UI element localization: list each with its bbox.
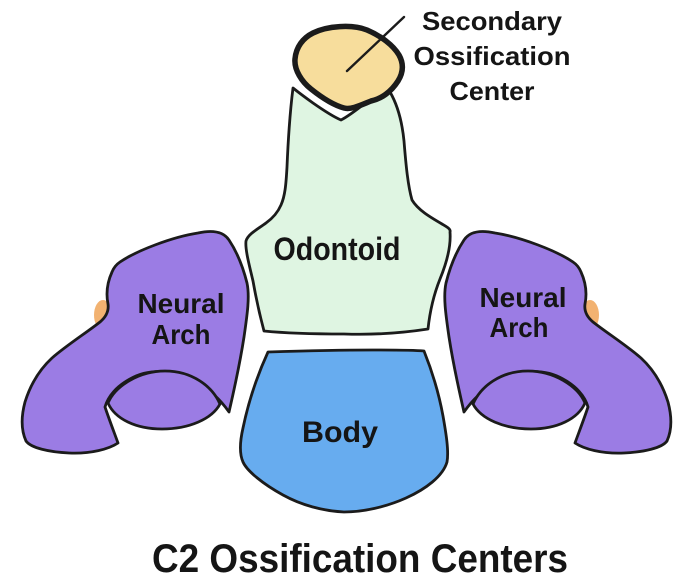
neural-arch-left-label-line1: Neural (138, 288, 225, 319)
odontoid-label: Odontoid (274, 231, 401, 267)
body-label: Body (302, 416, 378, 449)
neural-arch-right-label-line2: Arch (490, 312, 549, 343)
neural-arch-right-label-line1: Neural (480, 282, 567, 313)
neural-arch-right-shape (443, 230, 673, 455)
odontoid-group: Odontoid (244, 86, 452, 336)
neural-arch-left-group: Neural Arch (20, 230, 250, 455)
neural-arch-left-lens-shape (106, 369, 222, 431)
neural-arch-left-shape (20, 230, 250, 455)
diagram-title: C2 Ossification Centers (152, 537, 568, 581)
secondary-ossification-center-label-line1: Secondary (422, 6, 563, 36)
neural-arch-right-lens-shape (471, 369, 587, 431)
body-shape (238, 348, 450, 514)
body-group: Body (238, 348, 450, 514)
secondary-ossification-center-group: Secondary Ossification Center (292, 6, 571, 112)
secondary-ossification-center-label-line3: Center (450, 76, 535, 106)
neural-arch-left-label-line2: Arch (152, 319, 211, 350)
secondary-leader-line (345, 15, 406, 73)
secondary-ossification-center-label-line2: Ossification (414, 41, 571, 71)
secondary-ossification-center-shape (292, 23, 405, 112)
neural-arch-right-group (443, 230, 673, 455)
